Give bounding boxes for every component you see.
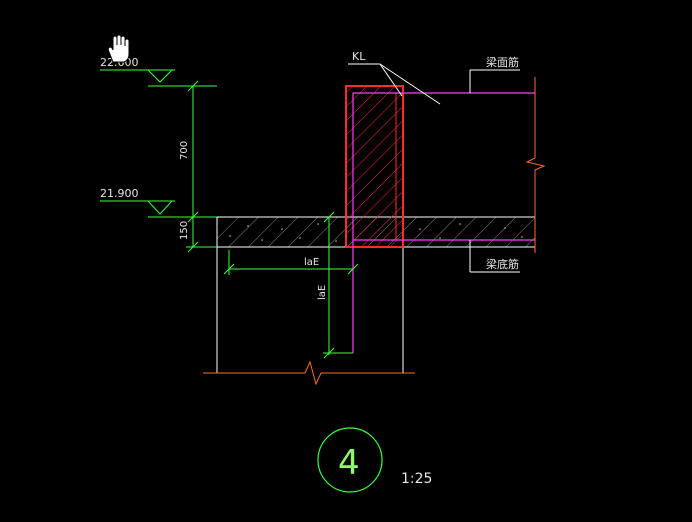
dim-700-label: 700 xyxy=(179,141,190,160)
kl-label: KL xyxy=(352,50,366,63)
anchorage-dim-vertical xyxy=(323,211,353,359)
vertical-dimensions xyxy=(186,80,217,253)
elevation-slab-label: 21.900 xyxy=(100,187,139,200)
right-break-line xyxy=(525,77,546,253)
elevation-marks xyxy=(100,69,217,218)
detail-circle xyxy=(317,427,383,493)
beam-top-reinf-label: 梁面筋 xyxy=(486,55,519,69)
beam-kl xyxy=(345,85,404,248)
dim-150-label: 150 xyxy=(179,221,190,240)
anchorage-vertical-label: laE xyxy=(317,285,328,300)
hand-cursor-icon xyxy=(107,34,130,63)
detail-number: 4 xyxy=(338,443,360,483)
leader-lines xyxy=(348,63,520,273)
beam-bottom-reinf-label: 梁底筋 xyxy=(486,257,519,271)
anchorage-horizontal-label: laE xyxy=(304,257,319,268)
column-below xyxy=(216,247,404,373)
detail-scale: 1:25 xyxy=(401,471,432,487)
bottom-break-line xyxy=(203,360,415,386)
rebars xyxy=(352,92,535,353)
detail-marker: 4 xyxy=(317,427,383,493)
anchorage-dim-horizontal xyxy=(223,250,359,275)
